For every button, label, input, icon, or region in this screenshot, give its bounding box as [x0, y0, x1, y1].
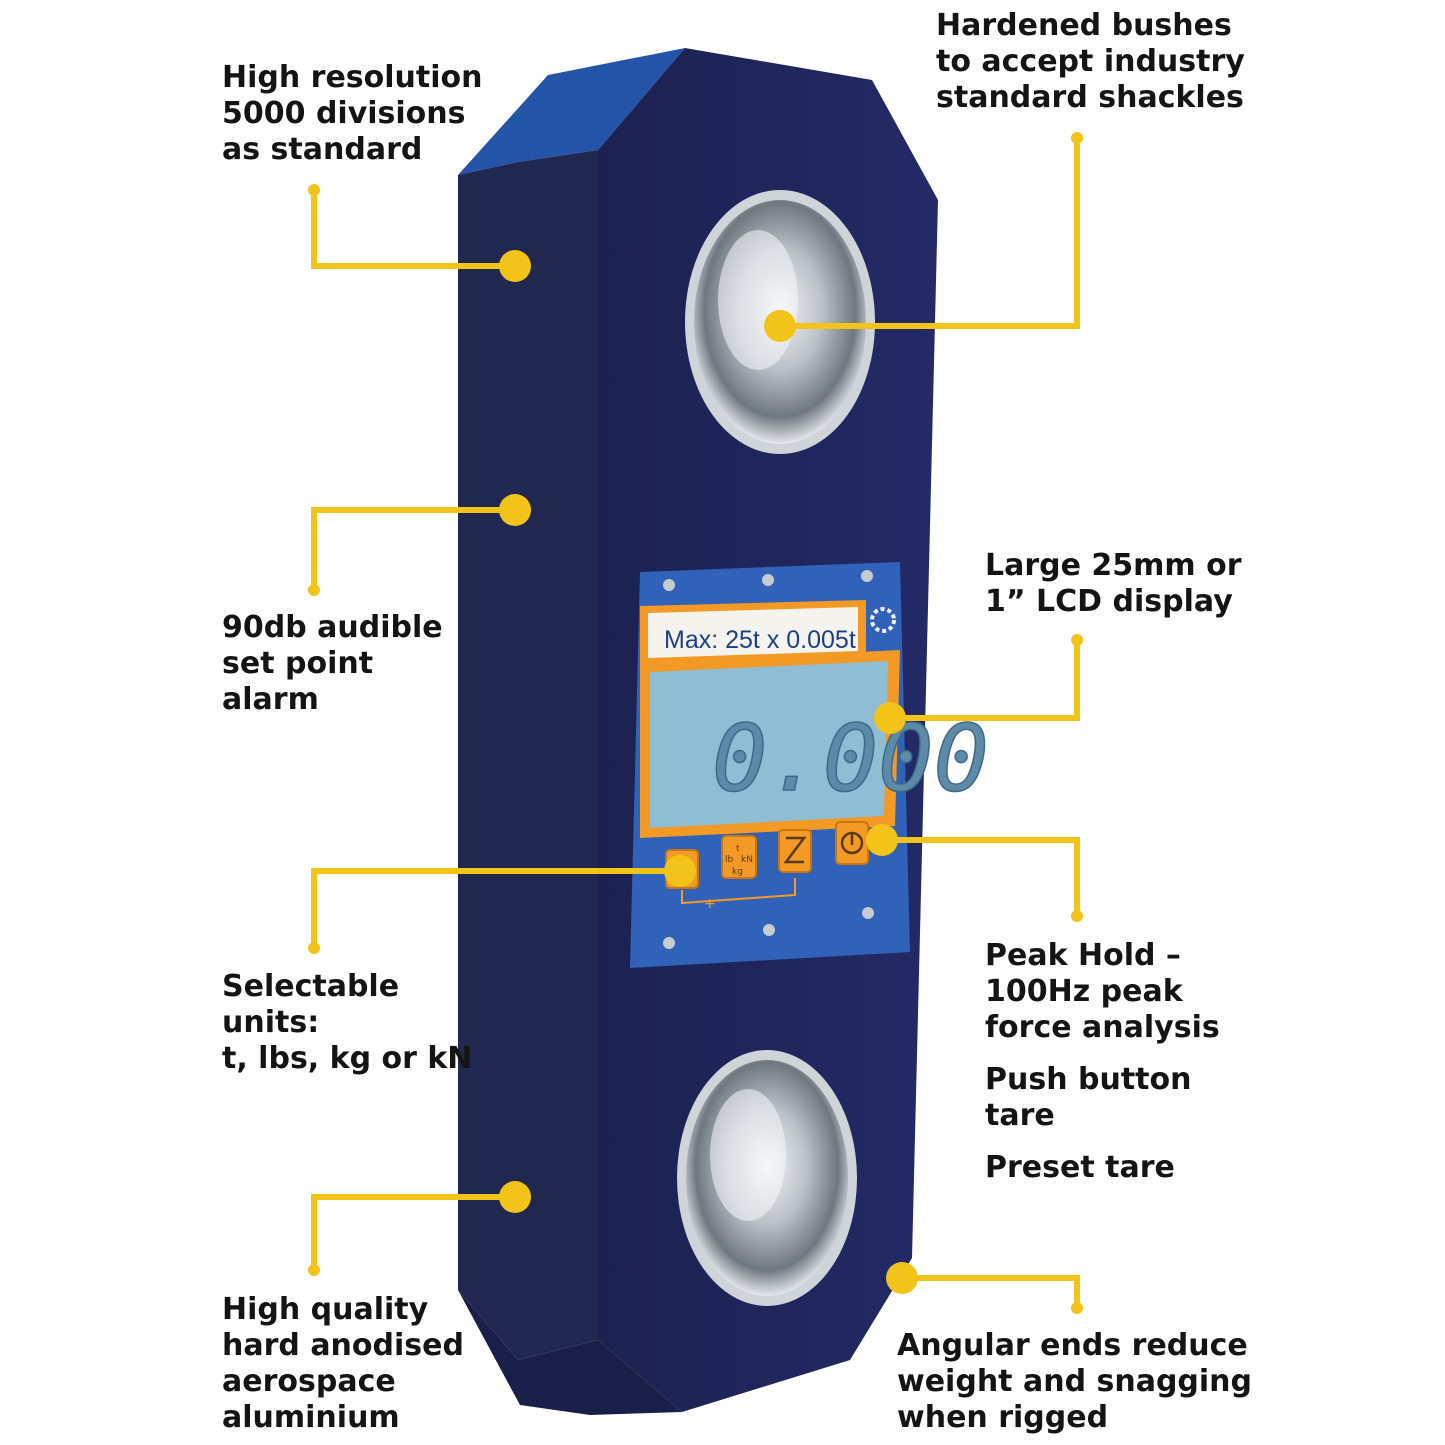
feature-line: when rigged: [897, 1400, 1109, 1435]
feature-line: t, lbs, kg or kN: [222, 1041, 473, 1076]
leader-resolution: [311, 190, 515, 269]
lcd-screen: [650, 661, 888, 828]
feature-line: to accept industry: [936, 44, 1245, 79]
feature-preset-tare: Preset tare: [985, 1150, 1175, 1186]
leader-lines: [311, 138, 1080, 1308]
zero-button[interactable]: [778, 829, 812, 873]
feature-line: set point: [222, 646, 374, 681]
pointer-dot: [308, 1264, 320, 1276]
body-bottom-face: [458, 1290, 682, 1415]
display-panel: Max: 25t x 0.005t 0.000 +: [630, 562, 990, 968]
feature-line: standard shackles: [936, 80, 1244, 115]
feature-push-tare: Push button tare: [985, 1062, 1191, 1134]
leader-dots: [308, 132, 1083, 1314]
units-button[interactable]: t lb kN kg: [721, 835, 757, 879]
power-icon: [840, 831, 864, 855]
feature-line: 100Hz peak: [985, 974, 1183, 1009]
lcd-reading: 0.000: [712, 705, 989, 812]
pointer-dot: [499, 1181, 531, 1213]
leader-peak: [882, 837, 1080, 916]
feature-line: Peak Hold –: [985, 938, 1181, 973]
unit-kg: kg: [732, 867, 743, 877]
pointer-dot: [499, 250, 531, 282]
pointer-dot: [1071, 910, 1083, 922]
unit-t: t: [736, 844, 740, 854]
feature-line: tare: [985, 1098, 1055, 1133]
feature-line: weight and snagging: [897, 1364, 1253, 1399]
pointer-dot: [499, 494, 531, 526]
feature-line: Large 25mm or: [985, 548, 1242, 583]
feature-line: aerospace: [222, 1364, 396, 1399]
screw-icon: [663, 937, 675, 949]
feature-line: Push button: [985, 1062, 1192, 1097]
pointer-dot: [308, 184, 320, 196]
pointer-dot: [866, 824, 898, 856]
leader-alarm: [311, 507, 515, 590]
body-top-face: [458, 48, 685, 175]
feature-line: alarm: [222, 682, 319, 717]
screw-icon: [762, 574, 774, 586]
leader-bushes: [780, 138, 1080, 329]
feature-line: Hardened bushes: [936, 8, 1232, 43]
pointer-dot: [308, 942, 320, 954]
feature-line: aluminium: [222, 1400, 400, 1435]
pointer-dot: [764, 310, 796, 342]
capacity-label: Max: 25t x 0.005t: [664, 626, 856, 654]
pointer-dot: [1071, 634, 1083, 646]
feature-line: Angular ends reduce: [897, 1328, 1248, 1363]
zero-icon: [783, 836, 807, 864]
feature-line: Preset tare: [985, 1150, 1175, 1185]
feature-line: High resolution: [222, 60, 483, 95]
feature-line: 5000 divisions: [222, 96, 466, 131]
feature-peak-hold: Peak Hold – 100Hz peak force analysis: [985, 938, 1220, 1046]
feature-line: force analysis: [985, 1010, 1220, 1045]
feature-line: Selectable: [222, 969, 400, 1004]
pointer-dot: [886, 1262, 918, 1294]
feature-angular-ends: Angular ends reduce weight and snagging …: [897, 1328, 1252, 1436]
leader-material: [311, 1194, 515, 1270]
screw-icon: [861, 570, 873, 582]
screw-icon: [862, 907, 874, 919]
unit-lb: lb: [725, 855, 734, 865]
feature-lcd: Large 25mm or 1” LCD display: [985, 548, 1242, 620]
leader-lcd: [890, 640, 1080, 721]
pointer-dot: [874, 702, 906, 734]
feature-units: Selectable units: t, lbs, kg or kN: [222, 969, 472, 1077]
screw-icon: [763, 924, 775, 936]
unit-kn: kN: [741, 855, 753, 865]
feature-line: High quality: [222, 1292, 429, 1327]
feature-line: as standard: [222, 132, 423, 167]
feature-line: 1” LCD display: [985, 584, 1233, 619]
lower-bush: [677, 1050, 857, 1306]
pointer-dot: [308, 584, 320, 596]
feature-line: units:: [222, 1005, 320, 1040]
leader-ends: [902, 1275, 1080, 1308]
leader-units: [311, 868, 680, 948]
screw-icon: [663, 579, 675, 591]
body-side-face: [458, 150, 598, 1360]
feature-resolution: High resolution 5000 divisions as standa…: [222, 60, 483, 168]
feature-material: High quality hard anodised aerospace alu…: [222, 1292, 464, 1436]
pointer-dot: [1071, 1302, 1083, 1314]
feature-line: hard anodised: [222, 1328, 464, 1363]
pointer-dot: [1071, 132, 1083, 144]
feature-bushes: Hardened bushes to accept industry stand…: [936, 8, 1245, 116]
plus-sign: +: [704, 896, 716, 912]
pointer-dot: [664, 855, 696, 887]
feature-alarm: 90db audible set point alarm: [222, 610, 443, 718]
feature-line: 90db audible: [222, 610, 443, 645]
power-button[interactable]: [835, 821, 869, 865]
manufacturer-gear-icon: [870, 607, 896, 633]
